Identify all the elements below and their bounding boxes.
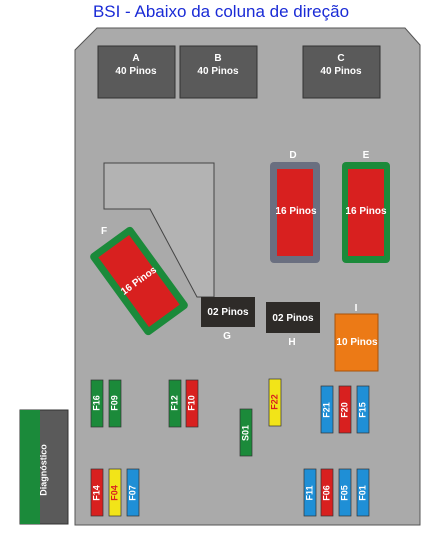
connector-d[interactable]: D 16 Pinos	[270, 150, 320, 263]
fuse-f11[interactable]: F11	[303, 468, 317, 517]
connector-d-letter: D	[289, 150, 296, 161]
fuse-f14-label: F14	[91, 485, 101, 501]
fuse-f04[interactable]: F04	[108, 468, 122, 517]
fuse-f14[interactable]: F14	[90, 468, 104, 517]
fuse-f12[interactable]: F12	[168, 379, 182, 428]
fuse-f20-label: F20	[339, 402, 349, 418]
fuse-f16-label: F16	[91, 395, 101, 411]
fuse-s01-label: S01	[240, 425, 250, 441]
fuse-f11-label: F11	[304, 485, 314, 500]
fuse-f05-label: F05	[339, 485, 349, 501]
connector-i-letter: I	[355, 303, 358, 314]
connector-b[interactable]: B 40 Pinos	[179, 45, 258, 99]
connector-a-pins: 40 Pinos	[115, 66, 157, 77]
diagnostic-connector[interactable]: Diagnóstico	[19, 409, 69, 525]
fuse-f07[interactable]: F07	[126, 468, 140, 517]
fuse-f21[interactable]: F21	[320, 385, 334, 434]
fuse-f01[interactable]: F01	[356, 468, 370, 517]
connector-g-pins: 02 Pinos	[207, 307, 249, 318]
connector-e-letter: E	[363, 150, 370, 161]
fuse-f05[interactable]: F05	[338, 468, 352, 517]
connector-h[interactable]: 02 Pinos H	[266, 302, 320, 348]
connector-c-pins: 40 Pinos	[320, 66, 362, 77]
connector-g[interactable]: 02 Pinos G	[201, 297, 255, 342]
connector-i-pins: 10 Pinos	[336, 337, 378, 348]
connector-i[interactable]: I 10 Pinos	[334, 303, 379, 372]
connector-e-pins: 16 Pinos	[345, 206, 387, 217]
fuse-f21-label: F21	[321, 402, 331, 418]
fuse-f04-label: F04	[109, 485, 119, 501]
bsi-panel	[74, 27, 421, 526]
page-title: BSI - Abaixo da coluna de direção	[92, 2, 350, 21]
fuse-f09[interactable]: F09	[108, 379, 122, 428]
connector-g-letter: G	[223, 331, 231, 342]
connector-a[interactable]: A 40 Pinos	[97, 45, 176, 99]
fuse-f09-label: F09	[109, 395, 119, 411]
connector-b-pins: 40 Pinos	[197, 66, 239, 77]
connector-f-letter: F	[101, 226, 107, 237]
connector-d-pins: 16 Pinos	[275, 206, 317, 217]
diagnostic-label: Diagnóstico	[38, 444, 48, 496]
fuse-f06[interactable]: F06	[320, 468, 334, 517]
fuse-f10[interactable]: F10	[185, 379, 199, 428]
fuse-f20[interactable]: F20	[338, 385, 352, 434]
fuse-f15-label: F15	[357, 402, 367, 418]
connector-a-letter: A	[132, 53, 139, 64]
fuse-f10-label: F10	[186, 395, 196, 411]
fuse-f22[interactable]: F22	[268, 378, 282, 427]
fuse-s01[interactable]: S01	[239, 408, 253, 457]
fuse-f16[interactable]: F16	[90, 379, 104, 428]
connector-h-pins: 02 Pinos	[272, 313, 314, 324]
connector-e[interactable]: E 16 Pinos	[342, 150, 390, 263]
connector-c-letter: C	[337, 53, 344, 64]
fuse-f22-label: F22	[269, 394, 279, 410]
fuse-f01-label: F01	[357, 485, 367, 501]
connector-h-letter: H	[288, 337, 295, 348]
fuse-f07-label: F07	[127, 485, 137, 501]
connector-b-letter: B	[214, 53, 221, 64]
fuse-f06-label: F06	[321, 485, 331, 501]
fuse-f12-label: F12	[169, 395, 179, 411]
relay-outline	[103, 162, 215, 298]
fuse-f15[interactable]: F15	[356, 385, 370, 434]
connector-f[interactable]: F 16 Pinos	[89, 225, 190, 336]
connector-c[interactable]: C 40 Pinos	[302, 45, 381, 99]
